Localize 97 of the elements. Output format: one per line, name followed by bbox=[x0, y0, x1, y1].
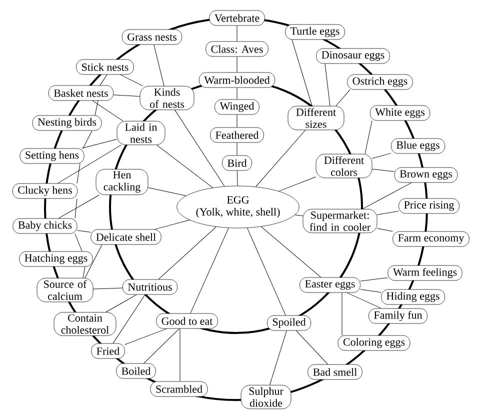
concept-box: Sulphur dioxide bbox=[240, 384, 292, 410]
connector-line bbox=[294, 214, 304, 216]
concept-box: Nutritious bbox=[122, 279, 178, 295]
concept-box: Coloring eggs bbox=[338, 335, 410, 351]
concept-box: Spoiled bbox=[267, 315, 311, 331]
concept-box: Brown eggs bbox=[394, 167, 458, 183]
connector-line bbox=[106, 294, 137, 312]
connector-line bbox=[174, 110, 225, 187]
connector-line bbox=[292, 39, 312, 106]
connector-line bbox=[74, 198, 78, 219]
connector-line bbox=[236, 114, 238, 128]
connector-line bbox=[113, 94, 140, 97]
concept-box: Baby chicks bbox=[12, 218, 78, 234]
connector-line bbox=[364, 120, 372, 154]
connector-line bbox=[236, 25, 238, 42]
connector-line bbox=[92, 100, 124, 122]
concept-box: Different sizes bbox=[288, 106, 344, 130]
connector-line bbox=[82, 130, 92, 149]
concept-box: Vertebrate bbox=[209, 10, 265, 26]
concept-box: Warm feelings bbox=[388, 265, 462, 281]
connector-line bbox=[92, 288, 123, 290]
concept-box: Nesting birds bbox=[32, 115, 102, 131]
connector-line bbox=[372, 153, 392, 159]
concept-box: Kinds of nests bbox=[140, 86, 194, 110]
concept-box: Ostrich eggs bbox=[347, 74, 413, 90]
concept-box: Scrambled bbox=[150, 381, 208, 397]
concept-box: Clucky hens bbox=[12, 183, 78, 199]
connector-line bbox=[260, 226, 322, 278]
connector-line bbox=[100, 74, 108, 86]
connector-line bbox=[144, 328, 180, 364]
connector-line bbox=[372, 168, 395, 172]
connector-line bbox=[58, 194, 100, 219]
connector-line bbox=[376, 228, 393, 232]
connector-line bbox=[360, 289, 382, 293]
connector-line bbox=[82, 266, 86, 278]
connector-line bbox=[158, 226, 216, 280]
concept-box: Class: Aves bbox=[206, 41, 268, 57]
connector-line bbox=[84, 244, 102, 278]
connector-line bbox=[154, 220, 190, 230]
concept-box: Winged bbox=[214, 99, 260, 115]
concept-box: Turtle eggs bbox=[285, 24, 345, 40]
connector-line bbox=[76, 163, 80, 184]
concept-box: Setting hens bbox=[20, 148, 84, 164]
concept-box: Dinosaur eggs bbox=[316, 48, 390, 64]
concept-box: Bird bbox=[222, 155, 252, 171]
connector-line bbox=[82, 139, 118, 149]
concept-box: Source of calcium bbox=[36, 278, 94, 302]
concept-box: Stick nests bbox=[76, 59, 134, 75]
connector-line bbox=[270, 330, 287, 386]
concept-box: Hatching eggs bbox=[19, 251, 93, 267]
concept-box: Delicate shell bbox=[90, 229, 162, 245]
connector-line bbox=[278, 176, 316, 192]
connector-line bbox=[346, 292, 382, 309]
concept-box: Feathered bbox=[210, 127, 264, 143]
connector-line bbox=[324, 63, 330, 106]
concept-box: Farm economy bbox=[392, 231, 470, 247]
concept-box: Warm-blooded bbox=[198, 72, 276, 88]
connector-line bbox=[376, 210, 399, 215]
concept-box: Bad smell bbox=[308, 364, 362, 380]
connector-line bbox=[246, 228, 286, 316]
connector-line bbox=[120, 74, 144, 86]
concept-oval: EGG (Yolk, white, shell) bbox=[176, 186, 300, 228]
concept-box: Laid in nests bbox=[116, 120, 166, 146]
concept-box: Blue eggs bbox=[390, 138, 446, 154]
concept-box: Supermarket: find in cooler bbox=[302, 208, 378, 234]
concept-box: Boiled bbox=[116, 363, 156, 379]
connector-line bbox=[336, 89, 350, 106]
concept-box: Price rising bbox=[398, 198, 460, 214]
concept-box: Different colors bbox=[316, 154, 372, 178]
connector-line bbox=[124, 328, 167, 345]
connector-line bbox=[94, 100, 98, 116]
concept-box: Family fun bbox=[368, 308, 428, 324]
connector-line bbox=[74, 233, 82, 252]
connector-line bbox=[57, 144, 122, 184]
connector-line bbox=[190, 228, 229, 314]
concept-box: Basket nests bbox=[48, 85, 114, 101]
concept-box: Good to eat bbox=[156, 313, 218, 329]
connector-line bbox=[296, 330, 328, 365]
concept-box: Grass nests bbox=[122, 29, 182, 45]
connector-line bbox=[362, 182, 412, 210]
connector-line bbox=[112, 294, 146, 344]
connector-line bbox=[154, 44, 164, 86]
connector-line bbox=[236, 87, 238, 100]
connector-line bbox=[256, 130, 306, 187]
concept-box: Fried bbox=[91, 343, 125, 359]
concept-box: Contain cholesterol bbox=[54, 312, 116, 336]
connector-line bbox=[77, 230, 91, 232]
connector-line bbox=[156, 144, 213, 188]
connector-line bbox=[360, 277, 388, 282]
connector-line bbox=[236, 170, 238, 186]
concept-box: White eggs bbox=[370, 105, 430, 121]
connector-line bbox=[236, 142, 238, 156]
concept-box: Easter eggs bbox=[300, 277, 360, 293]
concept-box: Hen cackling bbox=[96, 169, 148, 195]
connector-line bbox=[148, 187, 186, 196]
concept-box: Hiding eggs bbox=[381, 289, 445, 305]
connector-line bbox=[236, 56, 238, 73]
